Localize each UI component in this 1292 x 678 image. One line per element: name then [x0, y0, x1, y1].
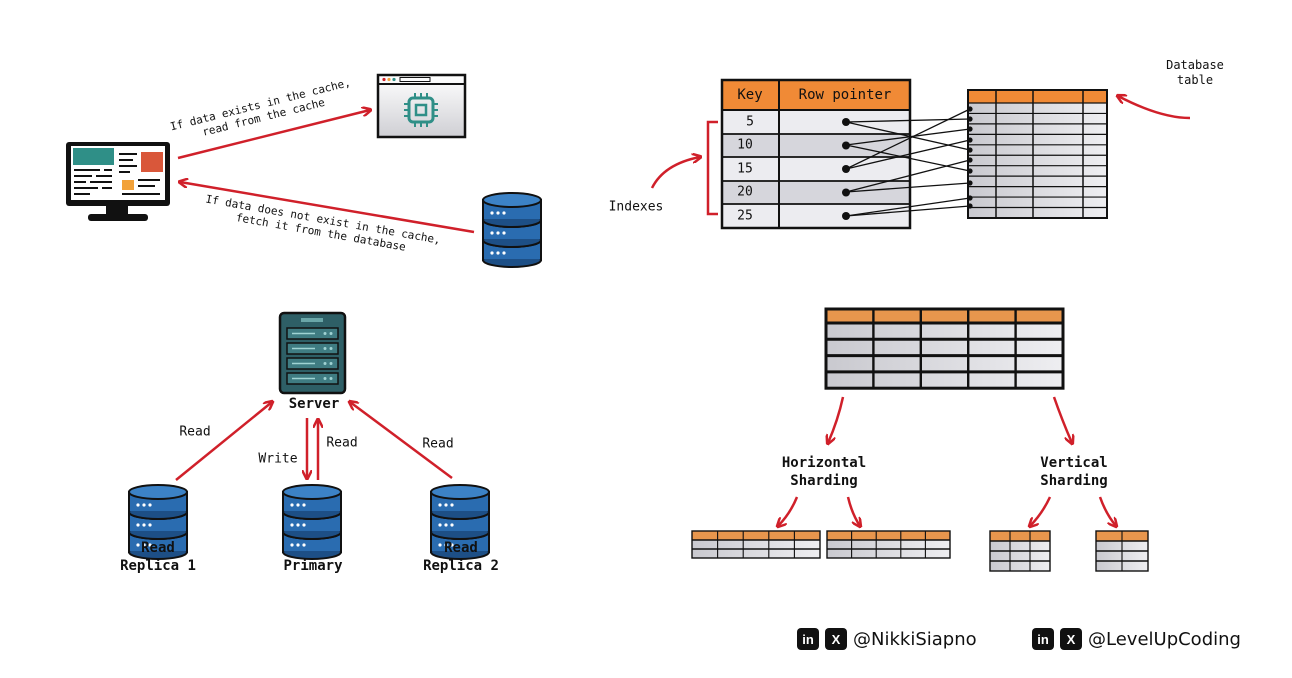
primary-write-label: Write [258, 451, 298, 467]
horizontal-shard-2-arrow [846, 496, 860, 526]
computer-monitor-icon [66, 142, 170, 221]
read-replica-1-database-icon [128, 484, 188, 560]
vertical-shard-2-arrow [1098, 496, 1116, 526]
read-replica-1-line-1: Read [141, 540, 175, 556]
cache-miss-arrow [180, 182, 475, 234]
vertical-sharding-line-1: Vertical [1040, 455, 1108, 471]
database-table-label: Database table [1166, 58, 1224, 88]
index-row-pointer-header: Row pointer [798, 87, 892, 103]
vertical-shard-2 [1095, 530, 1149, 572]
footer-handle-levelup: in X @LevelUpCoding [1032, 628, 1241, 650]
vertical-sharding-label: Vertical Sharding [1040, 454, 1107, 490]
cache-browser-icon [376, 73, 467, 139]
index-key-header: Key [737, 87, 763, 103]
handle-levelup: @LevelUpCoding [1088, 628, 1241, 650]
horizontal-shard-2 [826, 530, 951, 559]
vertical-sharding-line-2: Sharding [1040, 473, 1108, 489]
vertical-shard-1 [989, 530, 1051, 572]
replica2-read-arrow [350, 402, 453, 480]
cache-hit-arrow [177, 110, 370, 160]
database-table-label-line-2: table [1176, 73, 1214, 87]
x-icon: X [1060, 628, 1082, 650]
x-icon: X [825, 628, 847, 650]
row-pointer-links [845, 106, 973, 217]
handle-nikki: @NikkiSiapno [853, 628, 977, 650]
vertical-sharding-arrow [1052, 396, 1072, 443]
horizontal-sharding-line-1: Horizontal [781, 455, 867, 471]
replica1-read-arrow [175, 402, 272, 481]
replica2-read-label: Read [422, 436, 454, 452]
index-key-15: 15 [737, 161, 753, 177]
server-label: Server [288, 396, 340, 412]
footer-handle-nikki: in X @NikkiSiapno [797, 628, 977, 650]
primary-read-label: Read [326, 435, 358, 451]
primary-database-icon [282, 484, 342, 560]
cache-database-icon [482, 192, 542, 268]
linkedin-icon: in [797, 628, 819, 650]
read-replica-2-line-2: Replica 2 [423, 558, 499, 574]
read-replica-2-database-icon [430, 484, 490, 560]
horizontal-shard-1 [691, 530, 821, 559]
indexes-arrow [650, 157, 700, 189]
read-replica-2-label: Read Replica 2 [423, 539, 499, 575]
index-key-5: 5 [746, 114, 754, 130]
linkedin-icon: in [1032, 628, 1054, 650]
index-key-25: 25 [737, 208, 753, 224]
unsharded-table [824, 307, 1065, 390]
horizontal-sharding-line-2: Sharding [790, 473, 858, 489]
index-key-10: 10 [737, 137, 753, 153]
database-table [967, 89, 1108, 219]
server-rack-icon [278, 311, 347, 395]
read-replica-1-label: Read Replica 1 [120, 539, 196, 575]
horizontal-sharding-arrow [828, 396, 845, 443]
index-bracket [706, 120, 718, 216]
primary-label: Primary [283, 558, 343, 574]
vertical-shard-1-arrow [1030, 496, 1052, 526]
horizontal-shard-1-arrow [778, 496, 799, 526]
indexes-label: Indexes [608, 199, 664, 215]
horizontal-sharding-label: Horizontal Sharding [782, 454, 866, 490]
read-replica-1-line-2: Replica 1 [120, 558, 196, 574]
database-table-arrow [1118, 96, 1191, 120]
index-key-20: 20 [737, 184, 753, 200]
read-replica-2-line-1: Read [444, 540, 478, 556]
database-table-label-line-1: Database [1166, 58, 1224, 72]
replica1-read-label: Read [179, 424, 211, 440]
